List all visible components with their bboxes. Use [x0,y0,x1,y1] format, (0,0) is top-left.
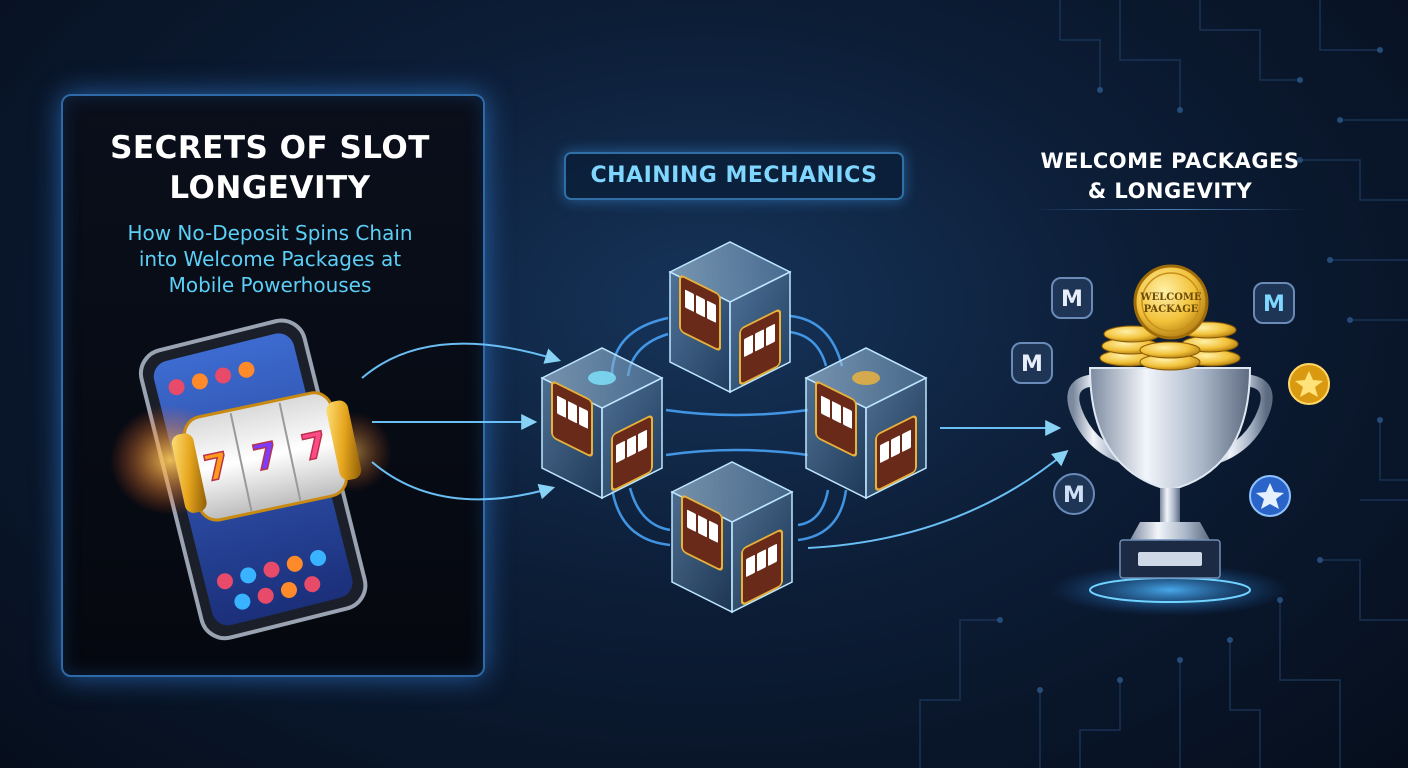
panel-title-line2: LONGEVITY [169,170,371,206]
welcome-title: WELCOME PACKAGES & LONGEVITY [1005,146,1335,206]
coin-label-line1: WELCOME [1139,292,1202,303]
gold-coin-stack-icon: WELCOME PACKAGE [1099,264,1241,371]
m-badge-icon-4: M [1053,473,1095,515]
star-badge-gold [1288,363,1330,405]
panel-subtitle: How No-Deposit Spins Chain into Welcome … [80,220,460,298]
coin-label-line2: PACKAGE [1144,304,1199,315]
star-badge-blue [1249,475,1291,517]
m-badge-icon-1: M [1051,277,1093,319]
welcome-title-line1: WELCOME PACKAGES [1040,149,1300,173]
panel-title-line1: SECRETS OF SLOT [110,130,430,166]
trophy-icon [1067,367,1273,579]
svg-text:M: M [1061,287,1083,312]
panel-subtitle-line1: How No-Deposit Spins Chain [127,221,413,245]
m-badge-icon: M M M M [1011,277,1295,515]
arrow-lower [371,461,556,501]
m-badge-icon-3: M [1011,342,1053,384]
panel-subtitle-line3: Mobile Powerhouses [168,273,372,297]
svg-text:M: M [1063,483,1085,508]
star-badge-icon [1249,363,1330,517]
welcome-divider [1032,209,1308,210]
panel-title: SECRETS OF SLOT LONGEVITY [80,128,460,208]
arrow-upper [361,342,562,379]
arrow-to-trophy-2 [807,449,1069,549]
svg-text:M: M [1021,352,1043,377]
svg-text:M: M [1263,292,1285,317]
chaining-mechanics-label: CHAINING MECHANICS [564,152,904,200]
m-badge-icon-2: M [1253,282,1295,324]
panel-subtitle-line2: into Welcome Packages at [138,247,402,271]
welcome-title-line2: & LONGEVITY [1087,179,1253,203]
